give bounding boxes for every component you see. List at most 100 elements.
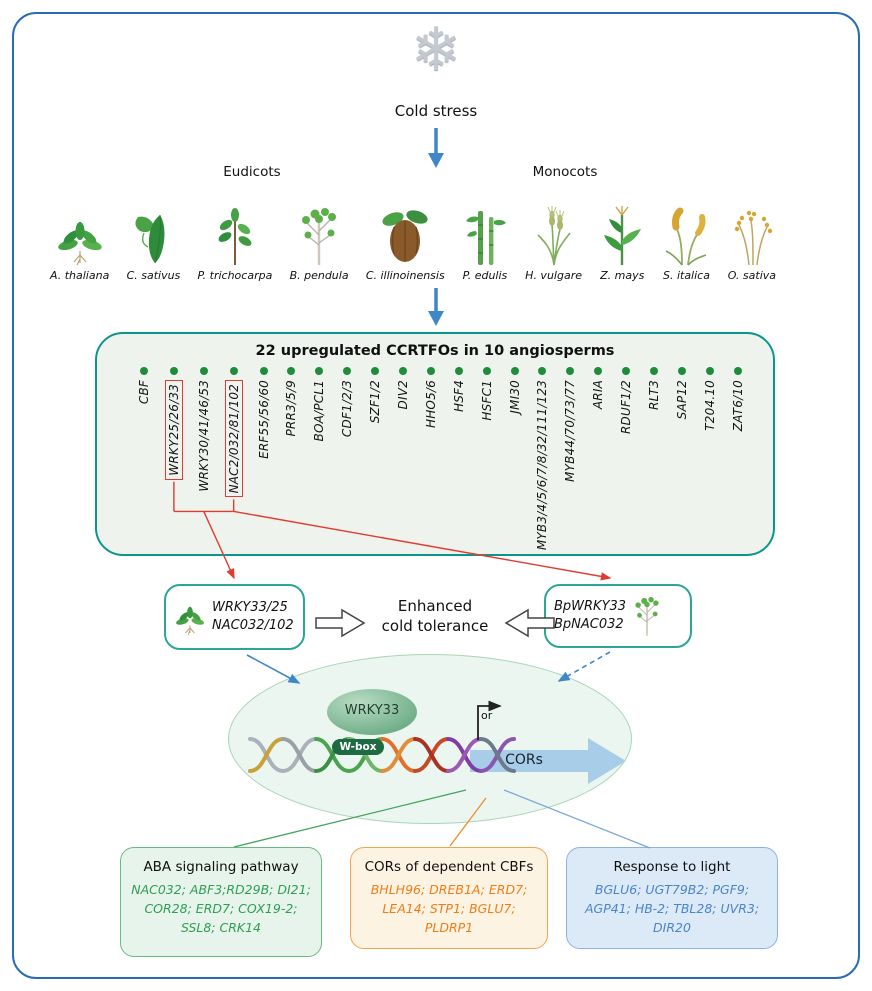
gene-column: BOA/PCL1 bbox=[312, 367, 326, 441]
gene-column: SAP12 bbox=[675, 367, 689, 419]
gene-dot bbox=[371, 367, 380, 375]
left-box-line1: WRKY33/25 bbox=[212, 600, 288, 616]
gene-dot bbox=[733, 367, 742, 375]
monocots-label: Monocots bbox=[532, 164, 598, 180]
gene-column: HSFC1 bbox=[480, 367, 494, 421]
left-box-genes: WRKY33/25 NAC032/102 bbox=[212, 599, 294, 634]
gene-dot bbox=[229, 367, 238, 375]
plant-p-trichocarpa: P. trichocarpa bbox=[197, 207, 273, 282]
plant-icon-z-mays bbox=[604, 206, 642, 265]
gene-label: RLT3 bbox=[647, 380, 662, 410]
gene-label: HSF4 bbox=[451, 380, 466, 412]
ccrtfo-box: 22 upregulated CCRTFOs in 10 angiosperms… bbox=[95, 332, 775, 556]
gene-columns: CBF WRKY25/26/33 WRKY30/41/46/53 NAC2/03… bbox=[137, 367, 745, 550]
right-box-line1: BpWRKY33 bbox=[554, 599, 627, 615]
cbf-pathway-genes: BHLH96; DREB1A; ERD7; LEA14; STP1; BGLU7… bbox=[370, 882, 528, 935]
gene-label: RDUF1/2 bbox=[619, 380, 634, 434]
gene-dot bbox=[169, 367, 178, 375]
birch-seedling-icon bbox=[635, 596, 659, 636]
plant-a-thaliana: A. thaliana bbox=[50, 209, 109, 282]
gene-label: SZF1/2 bbox=[368, 380, 383, 424]
plant-name: A. thaliana bbox=[50, 269, 110, 282]
gene-label: PRR3/5/9 bbox=[284, 380, 299, 437]
gene-column: ERF55/56/60 bbox=[257, 367, 271, 459]
light-pathway-box: Response to light BGLU6; UGT79B2; PGF9; … bbox=[566, 847, 778, 949]
gene-dot bbox=[566, 367, 575, 375]
gene-label: T204.10 bbox=[702, 380, 717, 431]
gene-column: NAC2/032/81/102 bbox=[224, 367, 243, 498]
gene-dot bbox=[140, 367, 148, 375]
enhanced-line1: Enhanced bbox=[397, 597, 473, 615]
gene-column: MYB44/70/73/77 bbox=[563, 367, 577, 482]
plant-icon-s-italica bbox=[666, 207, 707, 266]
gene-column: T204.10 bbox=[703, 367, 717, 431]
gene-column: CDF1/2/3 bbox=[340, 367, 354, 437]
gene-dot bbox=[259, 367, 268, 375]
cold-stress-label: Cold stress bbox=[394, 102, 478, 120]
cbf-pathway-title: CORs of dependent CBFs bbox=[364, 859, 534, 875]
gene-dot bbox=[482, 367, 491, 375]
gene-dot bbox=[594, 367, 603, 375]
plant-name: S. italica bbox=[662, 269, 710, 282]
enhanced-line2: cold tolerance bbox=[381, 616, 489, 635]
plant-name: P. trichocarpa bbox=[197, 269, 273, 282]
gene-column: PRR3/5/9 bbox=[284, 367, 298, 437]
plant-name: C. sativus bbox=[126, 269, 181, 282]
plant-name: C. illinoinensis bbox=[365, 269, 445, 282]
plant-s-italica: S. italica bbox=[662, 205, 710, 282]
bp-genes-box: BpWRKY33 BpNAC032 bbox=[544, 584, 692, 648]
gene-dot bbox=[677, 367, 686, 375]
gene-dot bbox=[650, 367, 659, 375]
gene-dot bbox=[399, 367, 408, 375]
plant-z-mays: Z. mays bbox=[599, 205, 645, 282]
cbf-pathway-box: CORs of dependent CBFs BHLH96; DREB1A; E… bbox=[350, 847, 548, 949]
gene-column: DIV2 bbox=[396, 367, 410, 409]
plant-icon-c-sativus bbox=[135, 214, 165, 264]
gene-column: JMI30 bbox=[508, 367, 522, 414]
gene-redbox-wrky: WRKY25/26/33 bbox=[164, 380, 183, 480]
right-box-genes: BpWRKY33 BpNAC032 bbox=[554, 598, 626, 633]
plant-h-vulgare: H. vulgare bbox=[525, 205, 582, 282]
plant-name: O. sativa bbox=[727, 269, 776, 282]
gene-dot bbox=[199, 367, 208, 375]
eudicots-label: Eudicots bbox=[223, 164, 281, 180]
ccrtfo-title: 22 upregulated CCRTFOs in 10 angiosperms bbox=[255, 343, 615, 359]
gene-label: BOA/PCL1 bbox=[312, 380, 327, 442]
gene-label: HSFC1 bbox=[479, 380, 494, 421]
plants-row: A. thaliana C. sativus P. trichocarpa bbox=[50, 182, 776, 282]
gene-label: HHO5/6 bbox=[423, 380, 438, 429]
right-box-line2: BpNAC032 bbox=[554, 617, 624, 632]
plant-icon-a-thaliana bbox=[57, 222, 102, 266]
gene-label: DIV2 bbox=[396, 380, 411, 410]
plant-name: H. vulgare bbox=[525, 269, 582, 282]
cell-ellipse bbox=[228, 654, 632, 824]
gene-label: ARIA bbox=[591, 380, 606, 410]
plant-c-sativus: C. sativus bbox=[126, 207, 181, 282]
gene-column: WRKY25/26/33 bbox=[164, 367, 183, 480]
gene-column: RLT3 bbox=[647, 367, 661, 410]
plant-icon-h-vulgare bbox=[537, 206, 571, 266]
gene-dot bbox=[426, 367, 435, 375]
gene-label: CBF bbox=[137, 380, 151, 405]
left-box-line2: NAC032/102 bbox=[212, 618, 294, 633]
gene-dot bbox=[454, 367, 463, 375]
gene-label: MYB44/70/73/77 bbox=[563, 380, 578, 482]
gene-column: WRKY30/41/46/53 bbox=[197, 367, 211, 492]
gene-label: NAC2/032/81/102 bbox=[226, 384, 241, 494]
light-pathway-genes: BGLU6; UGT79B2; PGF9; AGP41; HB-2; TBL28… bbox=[584, 882, 760, 935]
plant-icon-p-edulis bbox=[465, 211, 506, 265]
plant-icon-b-pendula bbox=[302, 208, 337, 265]
gene-label: MYB3/4/5/6/7/8/32/111/123 bbox=[535, 380, 550, 551]
gene-dot bbox=[622, 367, 631, 375]
wrky-nac-box: WRKY33/25 NAC032/102 bbox=[164, 584, 305, 650]
gene-column: CBF bbox=[137, 367, 151, 404]
gene-label: JMI30 bbox=[507, 380, 522, 414]
cors-label: CORs bbox=[505, 752, 543, 768]
gene-label: ERF55/56/60 bbox=[256, 380, 271, 459]
aba-pathway-box: ABA signaling pathway NAC032; ABF3;RD29B… bbox=[120, 847, 322, 957]
plant-name: Z. mays bbox=[600, 269, 645, 282]
gene-column: ZAT6/10 bbox=[731, 367, 745, 431]
snowflake-icon: ❄ bbox=[410, 15, 462, 85]
gene-label: WRKY30/41/46/53 bbox=[196, 380, 211, 492]
